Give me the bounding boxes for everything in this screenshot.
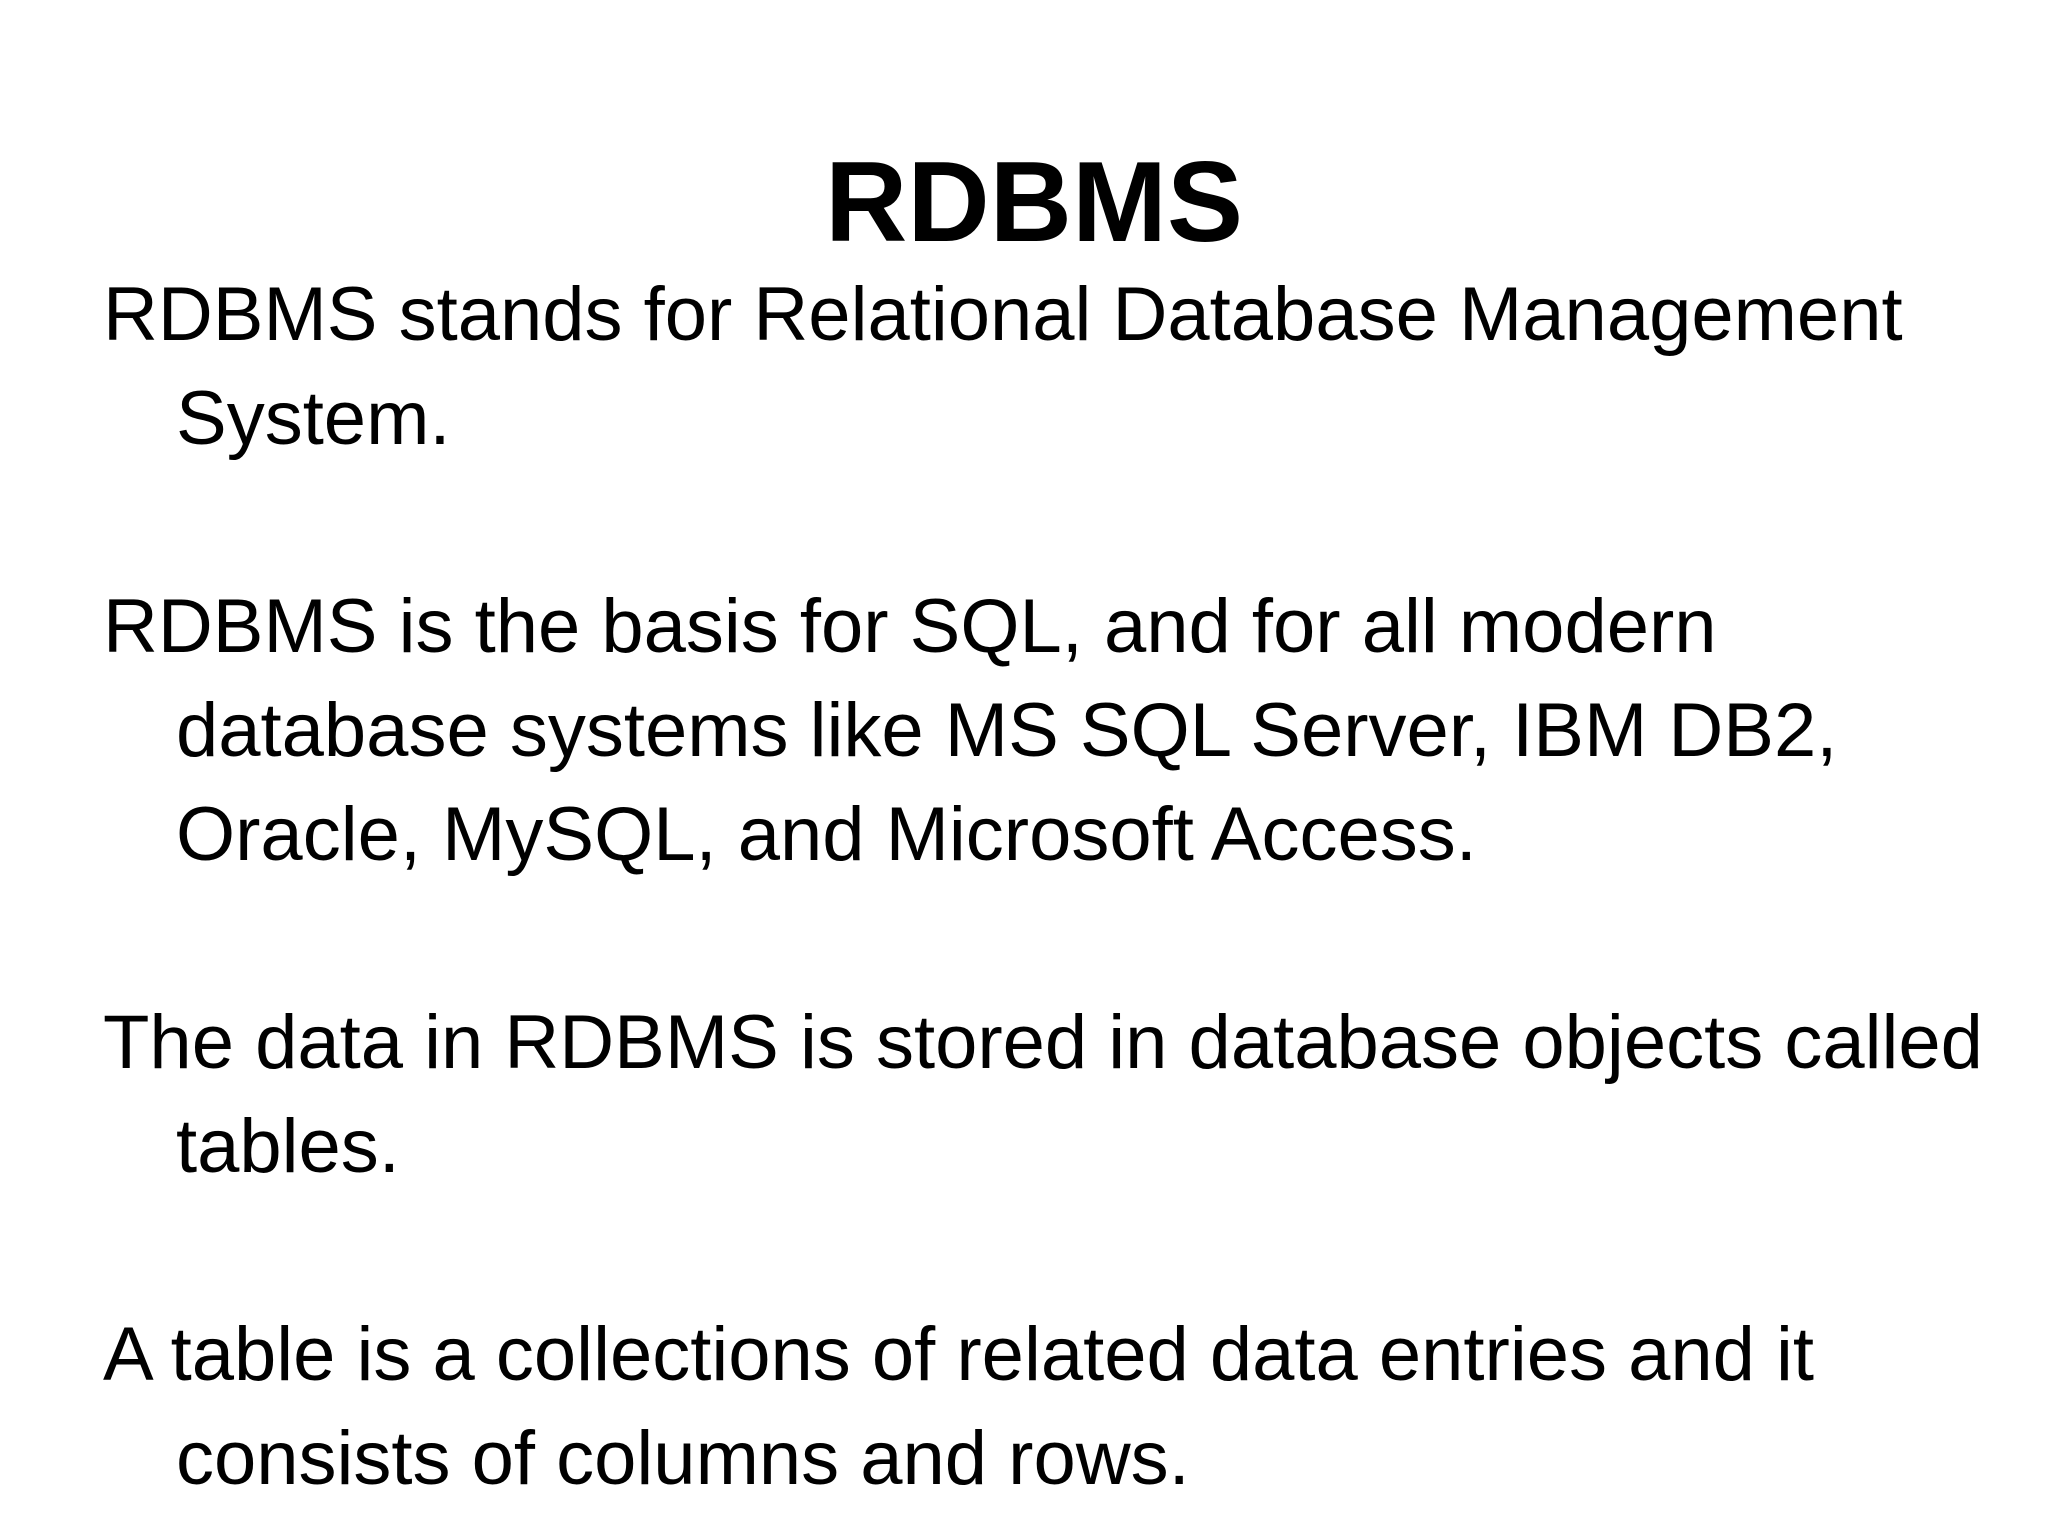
- slide-body: RDBMS stands for Relational Database Man…: [103, 263, 2003, 1511]
- paragraph-rdbms-definition: RDBMS stands for Relational Database Man…: [103, 272, 1903, 461]
- paragraph-rdbms-basis: RDBMS is the basis for SQL, and for all …: [103, 584, 1838, 877]
- slide-title: RDBMS: [825, 139, 1243, 266]
- paragraph-rdbms-tables: The data in RDBMS is stored in database …: [103, 1000, 1983, 1189]
- paragraph-table-definition: A table is a collections of related data…: [103, 1312, 1815, 1501]
